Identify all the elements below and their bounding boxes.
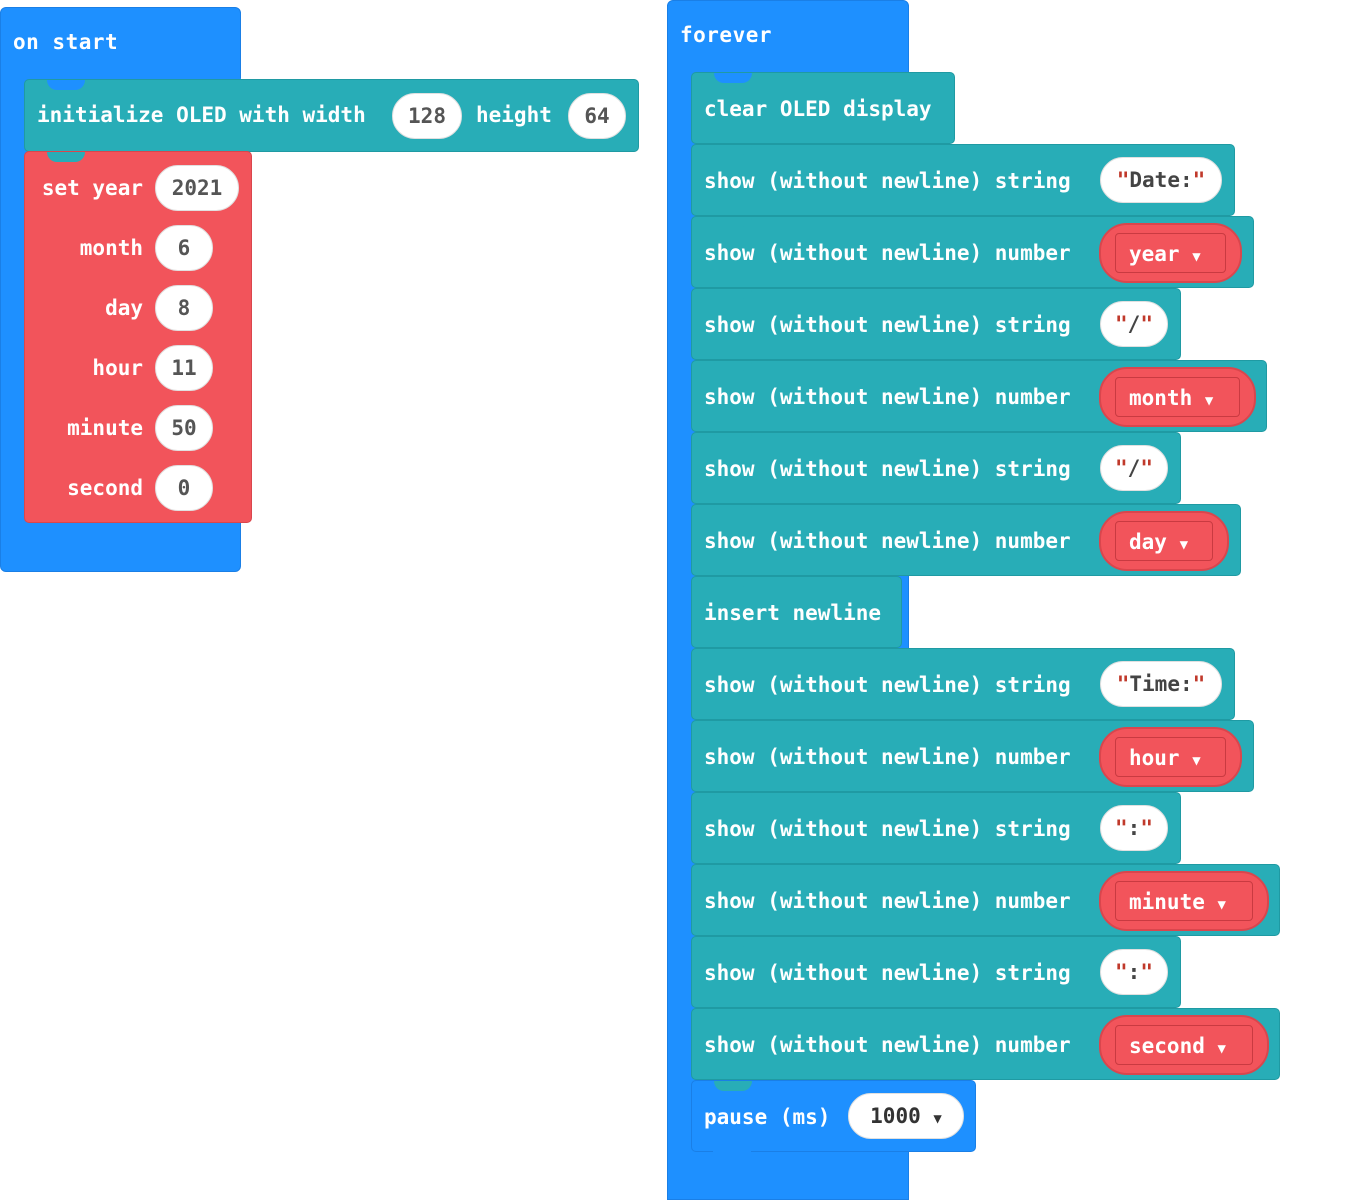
block-notch (714, 217, 752, 227)
show-number-block[interactable]: show (without newline) number second ▼ (691, 1008, 1280, 1080)
variable-year-label: year ▼ (1129, 242, 1201, 266)
pause-duration-dropdown[interactable]: 1000 ▼ (848, 1093, 964, 1139)
block-notch (714, 649, 752, 659)
chevron-down-icon: ▼ (933, 1111, 942, 1127)
string-input-time[interactable]: "Time:" (1100, 661, 1222, 707)
show-number-label: show (without newline) number (704, 385, 1071, 409)
show-number-label: show (without newline) number (704, 1033, 1071, 1057)
string-input-slash[interactable]: "/" (1100, 301, 1168, 347)
month-label: month (79, 236, 143, 260)
variable-year-dropdown[interactable]: year ▼ (1099, 223, 1242, 283)
height-input[interactable]: 64 (568, 93, 626, 139)
show-number-block[interactable]: show (without newline) number year ▼ (691, 216, 1254, 288)
initialize-oled-block[interactable]: initialize OLED with width 128 height 64 (24, 79, 639, 152)
variable-month-label: month ▼ (1129, 386, 1214, 410)
block-notch (47, 152, 85, 162)
minute-input[interactable]: 50 (155, 405, 213, 451)
show-string-block[interactable]: show (without newline) string "/" (691, 432, 1181, 504)
block-notch (47, 80, 85, 90)
second-label: second (67, 476, 143, 500)
pause-label: pause (ms) (704, 1105, 831, 1129)
show-string-block[interactable]: show (without newline) string "Date:" (691, 144, 1235, 216)
show-number-label: show (without newline) number (704, 241, 1071, 265)
width-input[interactable]: 128 (392, 93, 462, 139)
minute-label: minute (67, 416, 143, 440)
block-notch (714, 1081, 752, 1091)
chevron-down-icon: ▼ (1192, 753, 1201, 769)
show-number-block[interactable]: show (without newline) number minute ▼ (691, 864, 1280, 936)
block-notch (714, 1009, 752, 1019)
block-notch (714, 721, 752, 731)
show-string-block[interactable]: show (without newline) string ":" (691, 792, 1181, 864)
chevron-down-icon: ▼ (1217, 897, 1226, 913)
block-notch (714, 865, 752, 875)
string-input-date[interactable]: "Date:" (1100, 157, 1222, 203)
show-number-block[interactable]: show (without newline) number day ▼ (691, 504, 1241, 576)
day-input[interactable]: 8 (155, 285, 213, 331)
show-number-label: show (without newline) number (704, 529, 1071, 553)
month-input[interactable]: 6 (155, 225, 213, 271)
block-notch (714, 433, 752, 443)
chevron-down-icon: ▼ (1179, 537, 1189, 553)
day-label: day (105, 296, 143, 320)
show-string-label: show (without newline) string (704, 673, 1071, 697)
set-datetime-block[interactable]: set year 2021 month 6 day 8 hour 11 minu… (24, 151, 252, 523)
insert-newline-label: insert newline (704, 601, 882, 625)
variable-minute-dropdown[interactable]: minute ▼ (1099, 871, 1269, 931)
clear-oled-block[interactable]: clear OLED display (691, 72, 955, 144)
variable-hour-label: hour ▼ (1129, 746, 1201, 770)
clear-oled-label: clear OLED display (704, 97, 932, 121)
forever-label: forever (680, 23, 773, 47)
variable-second-dropdown[interactable]: second ▼ (1099, 1015, 1269, 1075)
string-input-slash[interactable]: "/" (1100, 445, 1168, 491)
insert-newline-block[interactable]: insert newline (691, 576, 902, 648)
set-year-label: set year (41, 176, 143, 200)
block-notch (714, 289, 752, 299)
initialize-oled-label: initialize OLED with width (37, 103, 366, 127)
variable-minute-label: minute ▼ (1129, 890, 1226, 914)
show-number-block[interactable]: show (without newline) number hour ▼ (691, 720, 1254, 792)
block-notch (714, 145, 752, 155)
variable-day-dropdown[interactable]: day ▼ (1099, 511, 1229, 571)
height-label: height (476, 103, 552, 127)
show-number-label: show (without newline) number (704, 889, 1071, 913)
chevron-down-icon: ▼ (1204, 393, 1214, 409)
show-string-label: show (without newline) string (704, 169, 1071, 193)
hour-label: hour (92, 356, 143, 380)
block-notch (714, 361, 752, 371)
show-string-block[interactable]: show (without newline) string "/" (691, 288, 1181, 360)
show-string-label: show (without newline) string (704, 817, 1071, 841)
block-notch (714, 73, 752, 83)
chevron-down-icon: ▼ (1192, 249, 1201, 265)
hour-input[interactable]: 11 (155, 345, 213, 391)
on-start-label: on start (13, 30, 119, 54)
block-notch (714, 505, 752, 515)
pause-block[interactable]: pause (ms) 1000 ▼ (691, 1080, 976, 1152)
chevron-down-icon: ▼ (1217, 1041, 1226, 1057)
block-notch (714, 577, 752, 587)
show-string-block[interactable]: show (without newline) string ":" (691, 936, 1181, 1008)
string-input-colon[interactable]: ":" (1100, 949, 1168, 995)
variable-day-label: day ▼ (1129, 530, 1189, 554)
show-number-block[interactable]: show (without newline) number month ▼ (691, 360, 1267, 432)
variable-hour-dropdown[interactable]: hour ▼ (1099, 727, 1242, 787)
show-string-label: show (without newline) string (704, 313, 1071, 337)
show-string-block[interactable]: show (without newline) string "Time:" (691, 648, 1235, 720)
variable-second-label: second ▼ (1129, 1034, 1226, 1058)
string-input-colon[interactable]: ":" (1100, 805, 1168, 851)
block-notch (714, 793, 752, 803)
show-string-label: show (without newline) string (704, 961, 1071, 985)
show-number-label: show (without newline) number (704, 745, 1071, 769)
second-input[interactable]: 0 (155, 465, 213, 511)
variable-month-dropdown[interactable]: month ▼ (1099, 367, 1256, 427)
year-input[interactable]: 2021 (155, 165, 239, 211)
block-notch (714, 937, 752, 947)
show-string-label: show (without newline) string (704, 457, 1071, 481)
